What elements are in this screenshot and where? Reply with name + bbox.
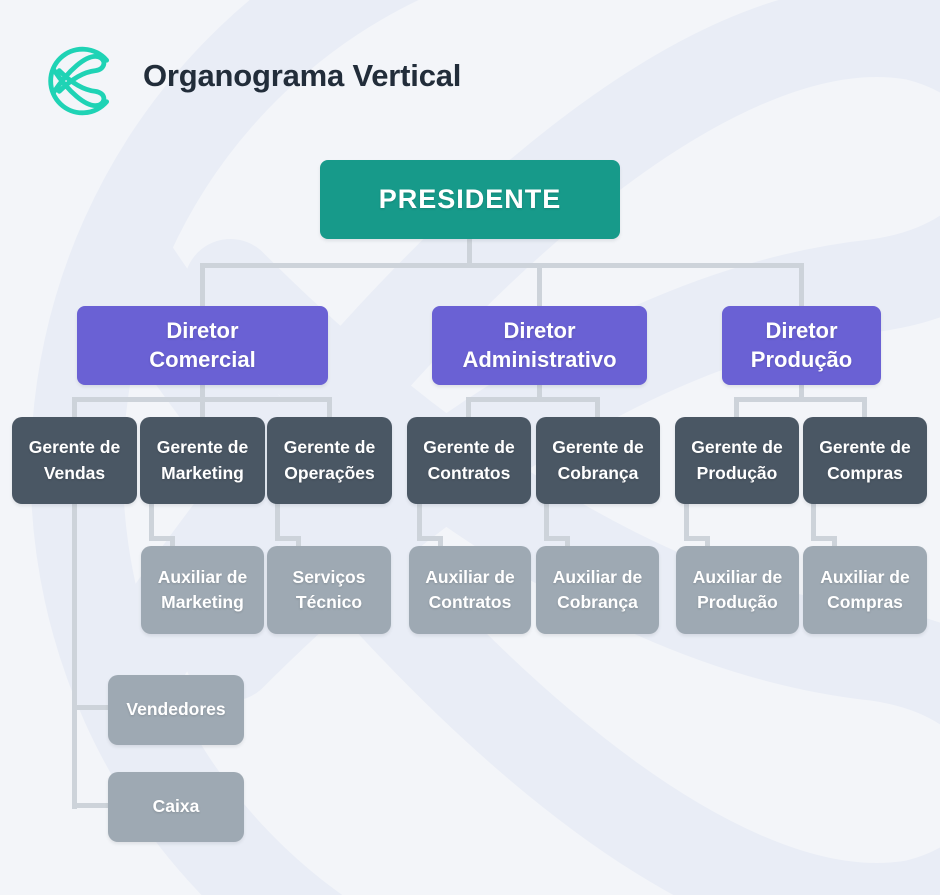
- org-node-diretor-administrativo: Diretor Administrativo: [432, 306, 647, 385]
- org-node-auxiliar-contratos: Auxiliar de Contratos: [409, 546, 531, 634]
- connector-segment: [544, 503, 549, 541]
- org-node-gerente-producao: Gerente de Produção: [675, 417, 799, 504]
- connector-segment: [811, 503, 816, 541]
- connector-segment: [862, 397, 867, 417]
- connector-segment: [467, 239, 472, 267]
- connector-segment: [72, 803, 110, 808]
- connector-segment: [149, 503, 154, 541]
- connector-segment: [799, 385, 804, 401]
- org-node-auxiliar-producao: Auxiliar de Produção: [676, 546, 799, 634]
- connector-segment: [438, 536, 443, 548]
- org-node-auxiliar-marketing: Auxiliar de Marketing: [141, 546, 264, 634]
- connector-segment: [466, 397, 600, 402]
- org-node-auxiliar-compras: Auxiliar de Compras: [803, 546, 927, 634]
- connector-segment: [275, 536, 301, 541]
- org-node-caixa: Caixa: [108, 772, 244, 842]
- connector-segment: [170, 536, 175, 548]
- brand-logo-icon: [48, 46, 110, 116]
- connector-segment: [149, 536, 175, 541]
- connector-segment: [544, 536, 570, 541]
- connector-segment: [684, 536, 710, 541]
- connector-segment: [200, 385, 205, 401]
- org-node-presidente: PRESIDENTE: [320, 160, 620, 239]
- connector-segment: [734, 397, 739, 417]
- connector-segment: [296, 536, 301, 548]
- connector-segment: [417, 536, 443, 541]
- connector-segment: [327, 397, 332, 417]
- page-title: Organograma Vertical: [143, 58, 462, 93]
- connector-segment: [684, 503, 689, 541]
- org-node-diretor-producao: Diretor Produção: [722, 306, 881, 385]
- org-node-gerente-operacoes: Gerente de Operações: [267, 417, 392, 504]
- connector-segment: [466, 397, 471, 417]
- connector-segment: [595, 397, 600, 417]
- connector-segment: [200, 263, 804, 268]
- connector-segment: [72, 705, 110, 710]
- connector-segment: [537, 263, 542, 307]
- connector-segment: [275, 503, 280, 541]
- connector-segment: [832, 536, 837, 548]
- header: Organograma Vertical: [0, 0, 940, 130]
- org-node-auxiliar-cobranca: Auxiliar de Cobrança: [536, 546, 659, 634]
- org-node-gerente-vendas: Gerente de Vendas: [12, 417, 137, 504]
- org-node-diretor-comercial: Diretor Comercial: [77, 306, 328, 385]
- connector-segment: [417, 503, 422, 541]
- connector-segment: [705, 536, 710, 548]
- org-node-vendedores: Vendedores: [108, 675, 244, 745]
- connector-segment: [200, 263, 205, 307]
- connector-segment: [72, 503, 77, 809]
- org-node-gerente-cobranca: Gerente de Cobrança: [536, 417, 660, 504]
- connector-segment: [565, 536, 570, 548]
- org-node-gerente-compras: Gerente de Compras: [803, 417, 927, 504]
- org-node-gerente-contratos: Gerente de Contratos: [407, 417, 531, 504]
- connector-segment: [734, 397, 867, 402]
- connector-segment: [200, 397, 205, 417]
- connector-segment: [811, 536, 837, 541]
- org-node-servicos-tecnico: Serviços Técnico: [267, 546, 391, 634]
- connector-segment: [537, 385, 542, 401]
- connector-segment: [799, 263, 804, 307]
- org-node-gerente-marketing: Gerente de Marketing: [140, 417, 265, 504]
- connector-segment: [72, 397, 77, 417]
